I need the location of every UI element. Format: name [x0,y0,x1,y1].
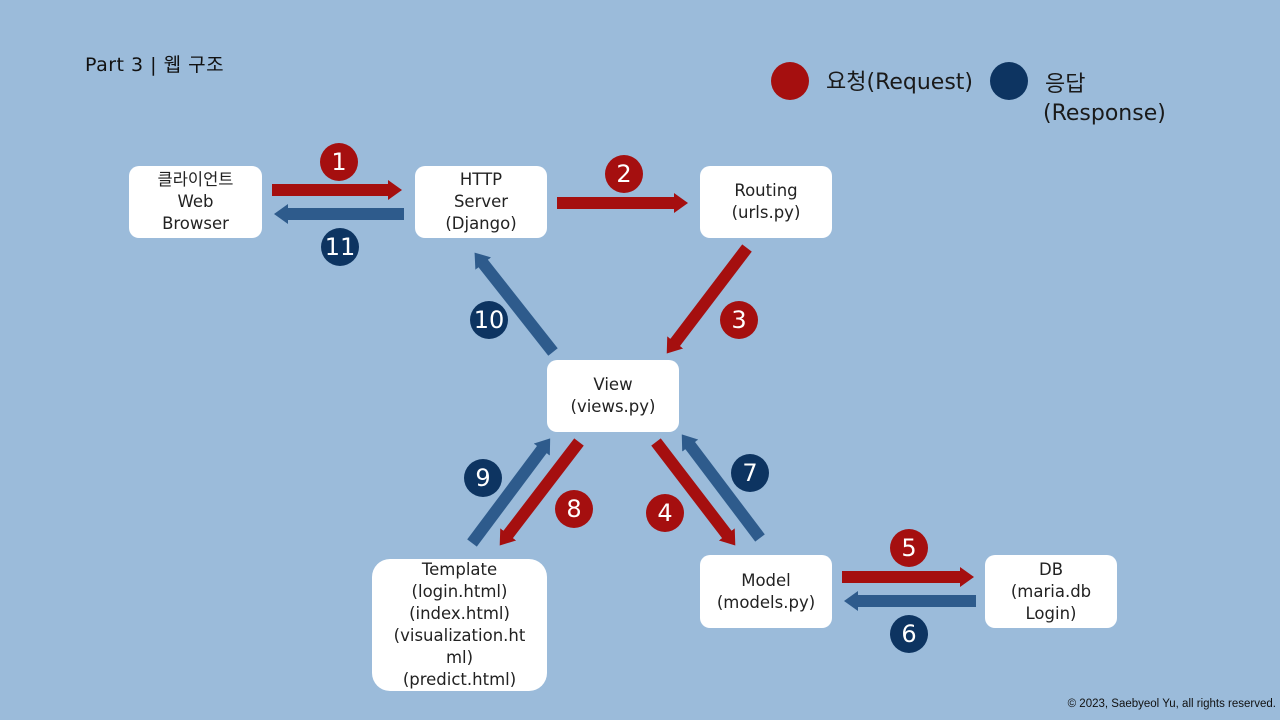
template-label-6: (predict.html) [402,670,517,689]
routing-label-1: Routing [734,181,798,200]
template-box: Template (login.html) (index.html) (visu… [372,559,547,691]
response-legend-label-line1: 응답 [1045,72,1086,97]
arrow-10 [474,252,558,356]
response-legend-label-line2: (Response) [1043,101,1166,126]
step-badge-7: 7 [731,454,769,492]
view-box: View (views.py) [547,360,679,432]
template-label-1: Template [421,560,498,579]
client-label-1: 클라이언트 [157,170,234,189]
request-legend-dot [771,62,809,100]
view-label-2: (views.py) [570,397,656,416]
http-server-label-1: HTTP [459,170,503,189]
view-label-1: View [593,375,633,394]
client-label-2: Web [177,192,214,211]
http-server-label-2: Server [453,192,509,211]
arrow-7 [681,434,765,542]
client-label-3: Browser [162,214,229,233]
db-box: DB (maria.db Login) [985,555,1117,628]
step-badge-4: 4 [646,494,684,532]
db-label-1: DB [1038,559,1064,579]
arrow-3 [666,244,752,354]
step-badge-8: 8 [555,490,593,528]
model-box: Model (models.py) [700,555,832,628]
template-label-4: (visualization.ht [393,626,526,645]
db-label-2: (maria.db [1010,581,1092,601]
arrow-9 [467,438,551,547]
copyright-notice: © 2023, Saebyeol Yu, all rights reserved… [1067,698,1276,710]
model-label-1: Model [741,570,791,590]
arrow-4 [651,438,736,546]
template-label-3: (index.html) [409,604,510,623]
routing-box: Routing (urls.py) [700,166,832,238]
step-badge-1: 1 [320,143,358,181]
template-label-2: (login.html) [411,582,508,601]
arrow-8 [499,438,584,546]
request-legend-label: 요청(Request) [826,70,974,95]
step-badge-10: 10 [470,301,508,339]
response-legend-label: 응답 (Response) [1043,70,1166,128]
step-badge-2: 2 [605,155,643,193]
page-title: Part 3 | 웹 구조 [85,54,225,76]
step-badge-9: 9 [464,459,502,497]
http-server-box: HTTP Server (Django) [415,166,547,238]
step-badge-5: 5 [890,529,928,567]
response-legend-dot [990,62,1028,100]
db-label-3: Login) [1025,603,1077,623]
template-label-5: ml) [445,648,474,667]
step-badge-3: 3 [720,301,758,339]
routing-label-2: (urls.py) [731,203,801,222]
step-badge-11: 11 [321,228,359,266]
step-badge-6: 6 [890,615,928,653]
http-server-label-3: (Django) [445,214,517,233]
client-box: 클라이언트 Web Browser [129,166,262,238]
model-label-2: (models.py) [716,592,816,612]
